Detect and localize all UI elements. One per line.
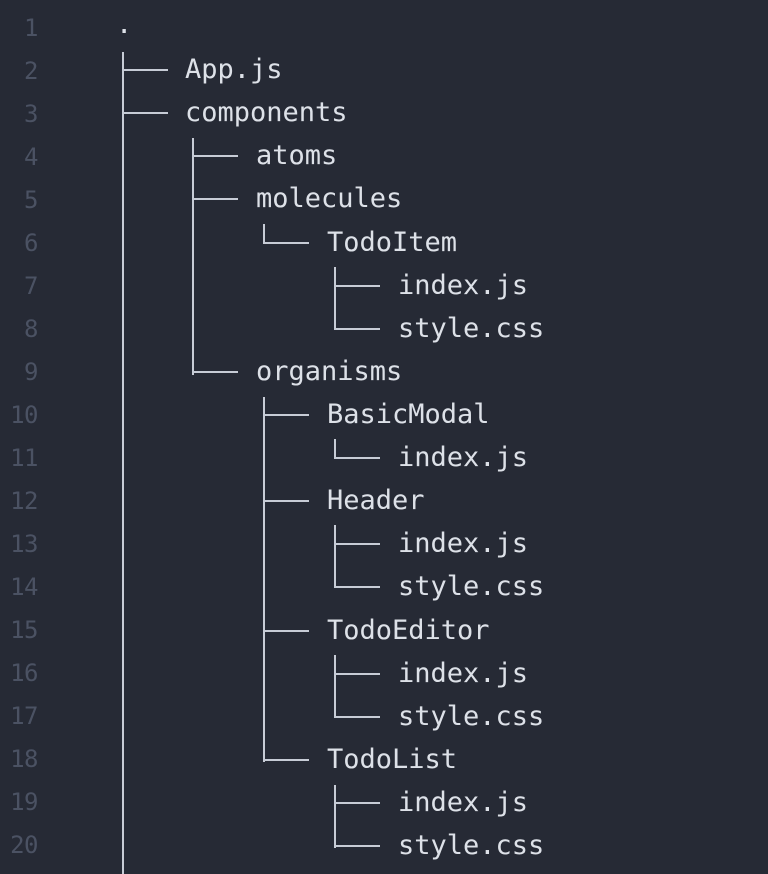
line-number: 2: [24, 57, 38, 85]
tree-item-folder[interactable]: TodoList: [327, 744, 458, 775]
tree-connector-horizontal: [192, 198, 238, 200]
tree-item-file[interactable]: style.css: [398, 571, 545, 602]
tree-connector-vertical: [192, 138, 194, 375]
tree-connector-horizontal: [334, 328, 380, 330]
tree-connector-horizontal: [334, 802, 380, 804]
line-number: 16: [10, 659, 38, 687]
tree-item-folder[interactable]: components: [185, 97, 348, 128]
tree-item-file[interactable]: index.js: [398, 787, 529, 818]
line-number: 9: [24, 358, 38, 386]
tree-connector-horizontal: [334, 673, 380, 675]
tree-connector-horizontal: [334, 285, 380, 287]
line-number: 20: [10, 831, 38, 859]
tree-item-folder[interactable]: atoms: [256, 140, 338, 171]
tree-item-file[interactable]: index.js: [398, 658, 529, 689]
line-number: 5: [24, 186, 38, 214]
tree-connector-horizontal: [122, 112, 168, 114]
tree-connector-horizontal: [334, 716, 380, 718]
tree-connector-vertical: [334, 785, 336, 848]
tree-connector-vertical: [334, 655, 336, 718]
tree-item-file[interactable]: App.js: [185, 54, 283, 85]
tree-item-file[interactable]: style.css: [398, 830, 545, 861]
line-number: 11: [10, 444, 38, 472]
line-number: 8: [24, 315, 38, 343]
tree-item-file[interactable]: style.css: [398, 313, 545, 344]
tree-item-file[interactable]: style.css: [398, 701, 545, 732]
tree-connector-horizontal: [334, 543, 380, 545]
tree-item-folder[interactable]: organisms: [256, 356, 403, 387]
tree-connector-horizontal: [263, 759, 309, 761]
tree-connector-vertical: [263, 397, 265, 762]
line-number: 17: [10, 702, 38, 730]
tree-item-folder[interactable]: molecules: [256, 183, 403, 214]
line-number: 14: [10, 573, 38, 601]
tree-item-folder[interactable]: TodoItem: [327, 227, 458, 258]
line-number: 3: [24, 100, 38, 128]
tree-connector-horizontal: [263, 630, 309, 632]
tree-connector-horizontal: [263, 414, 309, 416]
line-number: 12: [10, 487, 38, 515]
tree-connector-vertical: [334, 439, 336, 459]
line-number: 19: [10, 788, 38, 816]
line-number: 18: [10, 745, 38, 773]
tree-connector-vertical: [122, 52, 124, 874]
line-number: 1: [24, 14, 38, 42]
line-number-gutter: 1 2 3 4 5 6 7 8 9 10 11 12 13 14 15 16 1…: [0, 0, 56, 874]
line-number: 6: [24, 229, 38, 257]
tree-connector-vertical: [334, 525, 336, 588]
line-number: 13: [10, 530, 38, 558]
tree-connector-horizontal: [334, 457, 380, 459]
tree-connector-horizontal: [334, 845, 380, 847]
tree-root: .: [116, 9, 133, 40]
line-number: 7: [24, 272, 38, 300]
tree-connector-vertical: [263, 224, 265, 244]
line-number: 10: [10, 401, 38, 429]
tree-item-file[interactable]: index.js: [398, 528, 529, 559]
line-number: 15: [10, 616, 38, 644]
tree-item-folder[interactable]: BasicModal: [327, 399, 490, 430]
tree-item-folder[interactable]: Header: [327, 485, 425, 516]
tree-connector-horizontal: [263, 500, 309, 502]
tree-connector-horizontal: [122, 69, 168, 71]
tree-connector-horizontal: [192, 371, 238, 373]
tree-item-file[interactable]: index.js: [398, 270, 529, 301]
tree-connector-vertical: [334, 267, 336, 330]
line-number: 4: [24, 143, 38, 171]
tree-connector-horizontal: [263, 242, 309, 244]
tree-connector-horizontal: [192, 155, 238, 157]
tree-connector-horizontal: [334, 586, 380, 588]
tree-item-folder[interactable]: TodoEditor: [327, 615, 490, 646]
tree-item-file[interactable]: index.js: [398, 442, 529, 473]
